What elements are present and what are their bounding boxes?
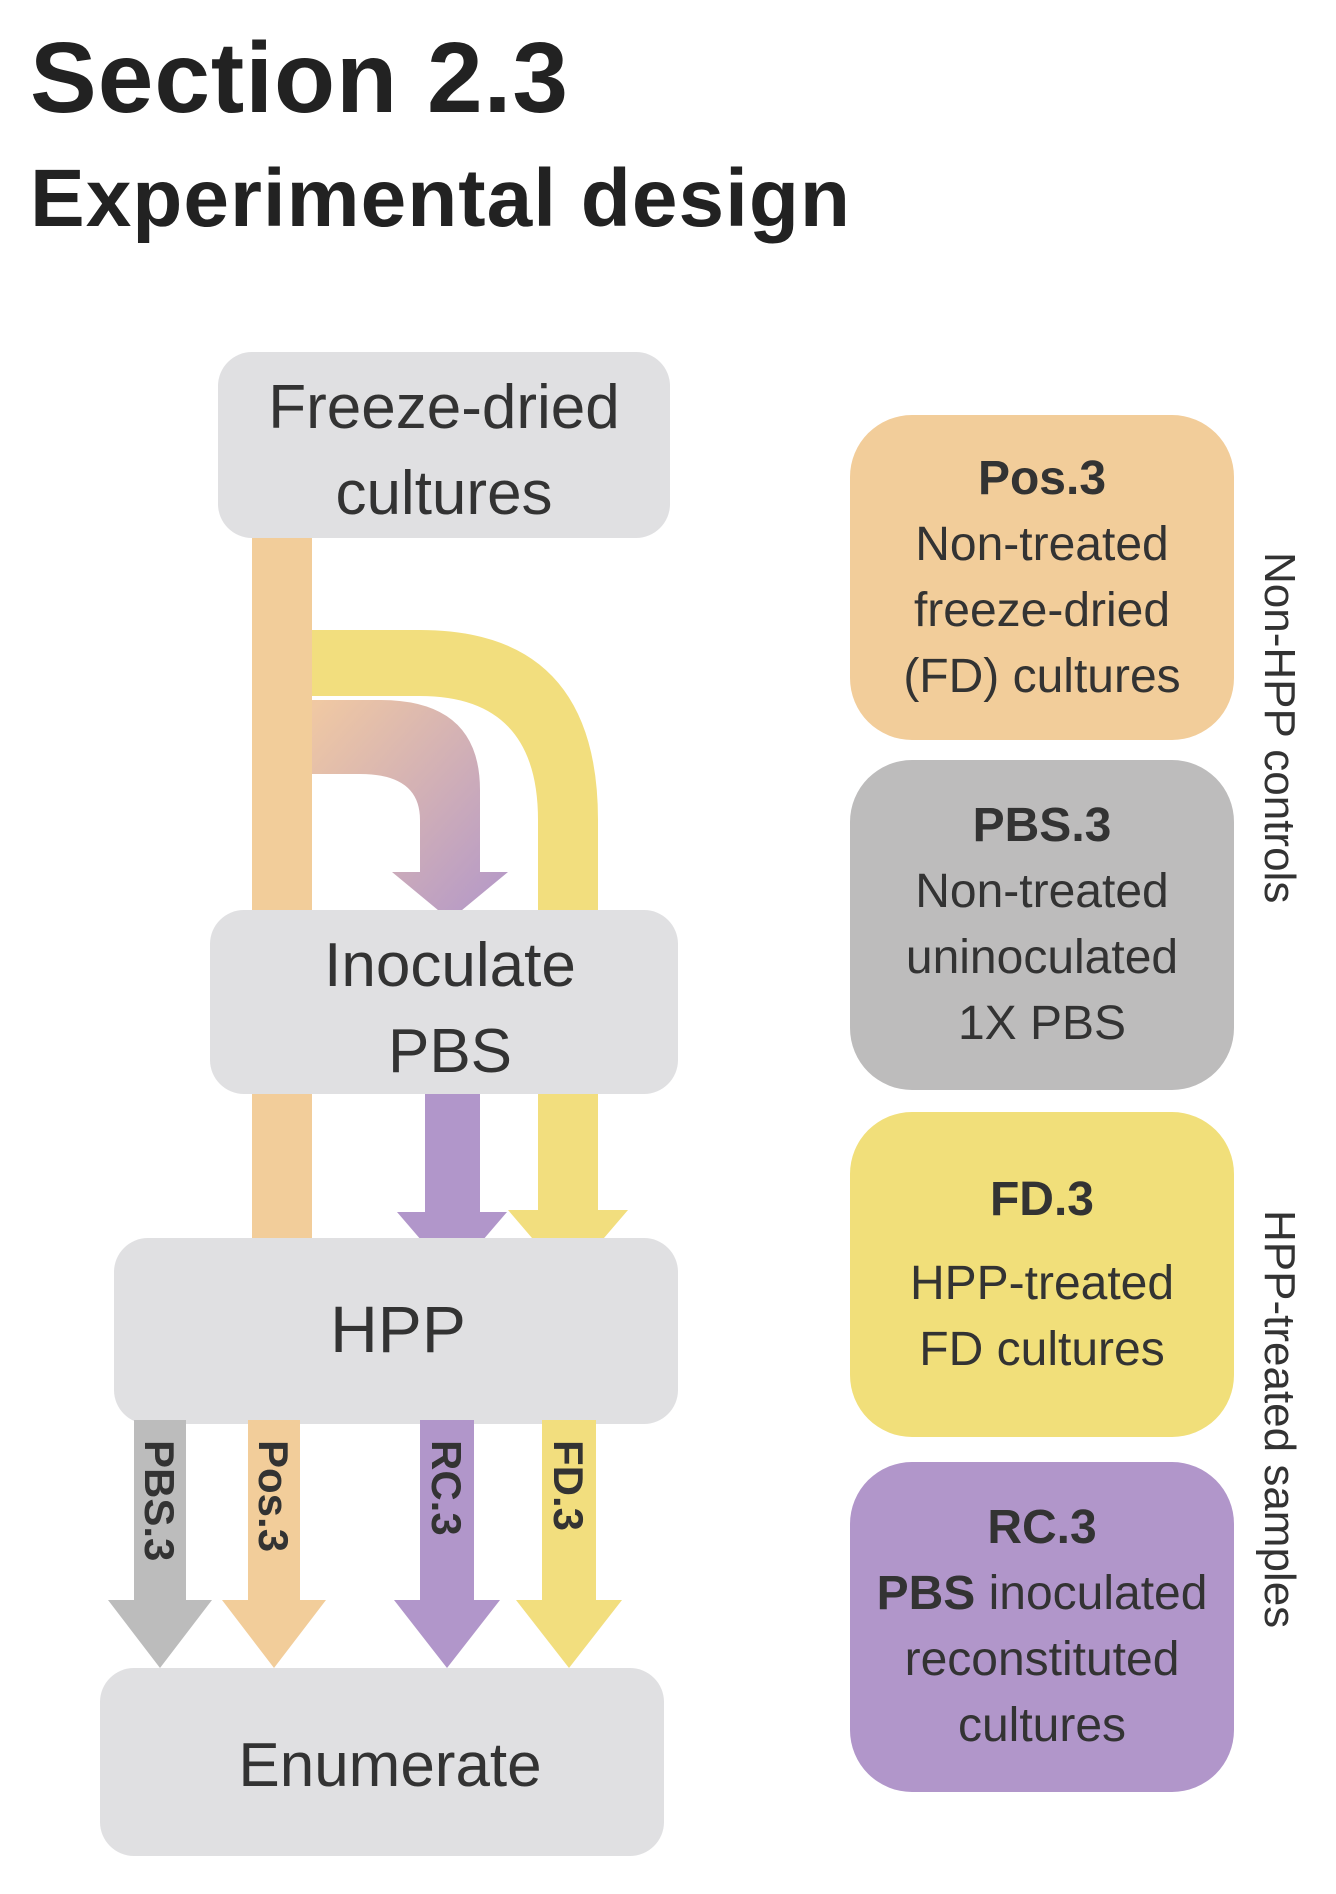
freeze-dried-box (218, 352, 670, 538)
pos-arrow-label: Pos.3 (250, 1440, 297, 1552)
enumerate-box (100, 1668, 664, 1856)
side-label-controls: Non-HPP controls (1255, 552, 1304, 904)
legend-rc-line: reconstituted (904, 1633, 1180, 1686)
fd-output-arrow (516, 1420, 622, 1668)
legend-pbs-line: Non-treated (915, 865, 1169, 918)
pbs-output-arrow (108, 1420, 212, 1668)
rc-flow-arrow (397, 1080, 507, 1276)
pbs-arrow-label: PBS.3 (136, 1440, 183, 1561)
legend-rc-title: RC.3 (987, 1501, 1097, 1554)
legend-fd-title: FD.3 (989, 1172, 1094, 1226)
legend-rc-first-line: PBS inoculated (850, 1561, 1234, 1627)
side-label-samples: HPP-treated samples (1255, 1210, 1304, 1629)
freeze-dried-label-2: cultures (335, 459, 552, 528)
section-subtitle: Experimental design (30, 153, 852, 244)
legend-fd: FD.3 HPP-treated FD cultures (850, 1112, 1234, 1437)
pos-flow-line (252, 520, 312, 1260)
pos-output-arrow (222, 1420, 326, 1668)
legend-fd-line: HPP-treated (909, 1256, 1175, 1310)
legend-pbs: PBS.3 Non-treated uninoculated 1X PBS (850, 760, 1234, 1090)
freeze-dried-label-1: Freeze-dried (268, 373, 619, 442)
rc-output-arrow (394, 1420, 500, 1668)
legend-pbs-line: 1X PBS (957, 997, 1127, 1050)
inoculate-label-1: Inoculate (324, 931, 576, 1000)
hpp-box (114, 1238, 678, 1424)
legend-pbs-title: PBS.3 (972, 799, 1112, 852)
inoculate-box (210, 910, 678, 1094)
inoculate-flow-arrow (312, 700, 508, 920)
legend-rc-first-line-rest: inoculated (975, 1567, 1208, 1620)
legend-pos: Pos.3 Non-treated freeze-dried (FD) cult… (850, 415, 1234, 740)
legend-pos-line: Non-treated (915, 517, 1169, 571)
inoculate-label-2: PBS (388, 1017, 512, 1086)
legend-fd-line: FD cultures (919, 1322, 1165, 1376)
legend-rc-bold-prefix: PBS (876, 1567, 976, 1620)
hpp-label: HPP (330, 1292, 466, 1366)
section-title: Section 2.3 (30, 22, 569, 134)
legend-pos-line: freeze-dried (913, 583, 1171, 637)
fd-flow-arrow (312, 630, 628, 1280)
enumerate-label: Enumerate (238, 1731, 541, 1800)
legend-pos-line: (FD) cultures (903, 649, 1181, 703)
rc-arrow-label: RC.3 (423, 1440, 470, 1536)
legend-rc: RC.3 PBS inoculated reconstituted cultur… (850, 1462, 1234, 1792)
fd-arrow-label: FD.3 (545, 1440, 592, 1531)
legend-rc-line: cultures (957, 1699, 1127, 1752)
legend-pbs-line: uninoculated (905, 931, 1179, 984)
legend-pos-title: Pos.3 (977, 451, 1107, 505)
